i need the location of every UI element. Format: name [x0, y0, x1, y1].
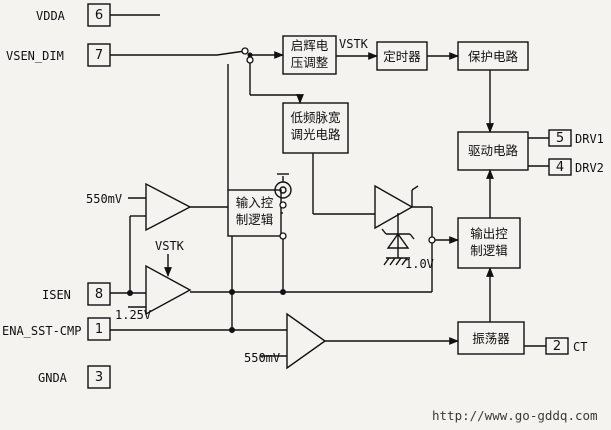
- pin-name-vsen-dim: VSEN_DIM: [6, 49, 64, 63]
- pin-name-drv2: DRV2: [575, 161, 604, 175]
- signal-ref-550mv-bottom: 550mV: [244, 351, 281, 365]
- block-pwm-dimming-line-2: 调光电路: [290, 126, 341, 142]
- block-startup-adjust-line-2: 压调整: [290, 54, 329, 70]
- watermark: http://www.go-gddq.com: [432, 408, 598, 423]
- block-driver-label: 驱动电路: [467, 143, 518, 158]
- pin-name-ct: CT: [573, 340, 588, 354]
- pin-name-ena: ENA_SST-CMP: [2, 324, 82, 338]
- block-protection-label: 保护电路: [467, 49, 518, 64]
- amplifier-1v: [374, 184, 414, 230]
- signal-ref-1-0v: 1.0V: [405, 257, 434, 271]
- pin-box-ena: [87, 317, 111, 341]
- pin-number-vsen-dim: 7: [94, 48, 104, 63]
- block-startup-adjust-label: 启辉电 压调整: [283, 38, 336, 72]
- pin-name-isen: ISEN: [42, 288, 71, 302]
- block-output-logic-line-1: 输出控: [470, 226, 508, 241]
- pin-number-ct: 2: [552, 339, 562, 354]
- block-startup-adjust-line-1: 启辉电: [290, 38, 329, 53]
- pin-number-drv1: 5: [555, 131, 565, 146]
- block-pwm-dimming: [282, 102, 349, 154]
- block-pwm-dimming-line-1: 低频脉宽: [290, 110, 341, 125]
- block-oscillator-label: 振荡器: [472, 331, 510, 346]
- signal-ref-550mv-top: 550mV: [86, 192, 123, 206]
- block-input-logic-line-2: 制逻辑: [235, 211, 274, 227]
- pin-number-drv2: 4: [555, 160, 565, 175]
- block-output-logic-line-2: 制逻辑: [470, 242, 508, 258]
- pin-number-ena: 1: [94, 322, 104, 337]
- signal-vstk-comparator: VSTK: [155, 239, 184, 253]
- block-pwm-dimming-label: 低频脉宽 调光电路: [283, 110, 348, 144]
- signal-vstk-top: VSTK: [339, 37, 368, 51]
- pin-number-gnda: 3: [94, 370, 104, 385]
- pin-number-vdda: 6: [94, 8, 104, 23]
- comparator-isen: [145, 264, 192, 316]
- pin-box-isen: [87, 282, 111, 306]
- pin-name-gnda: GNDA: [38, 371, 67, 385]
- comparator-550mv: [145, 182, 192, 232]
- block-input-logic-line-1: 输入控: [235, 195, 274, 210]
- pin-name-vdda: VDDA: [36, 9, 65, 23]
- block-input-logic-label: 输入控 制逻辑: [228, 195, 281, 229]
- pin-box-drv2: [548, 158, 572, 176]
- block-output-logic-label: 输出控 制逻辑: [458, 226, 520, 260]
- block-timer-label: 定时器: [383, 49, 421, 64]
- pin-number-isen: 8: [94, 287, 104, 302]
- pin-name-drv1: DRV1: [575, 132, 604, 146]
- pin-box-gnda: [87, 365, 111, 389]
- signal-ref-1-25v: 1.25V: [115, 308, 152, 322]
- comparator-ena: [286, 312, 327, 370]
